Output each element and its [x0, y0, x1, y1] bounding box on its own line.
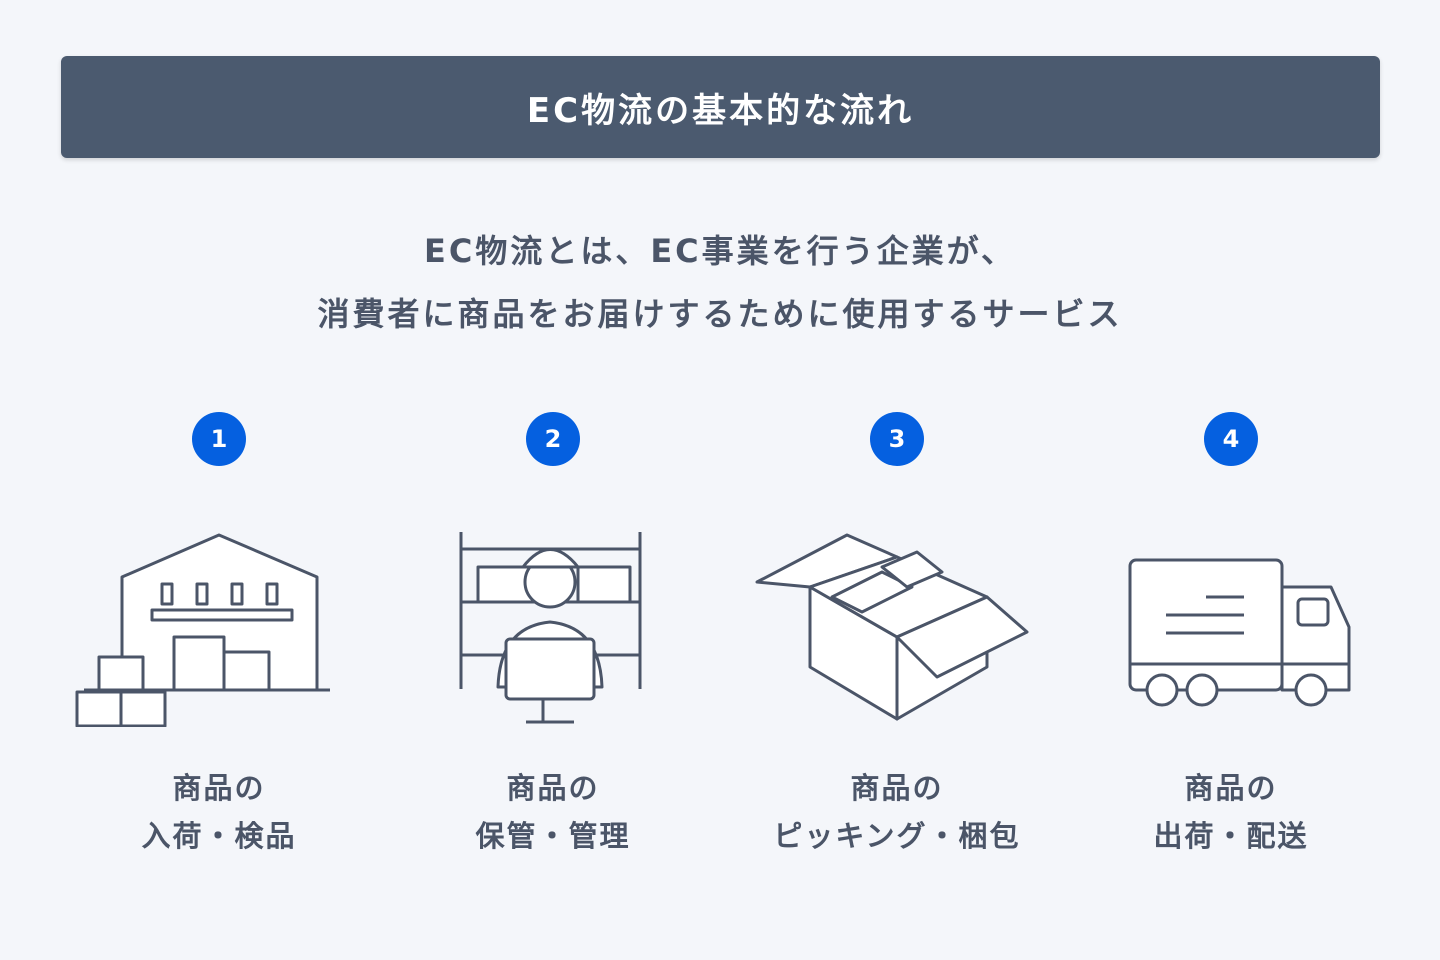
page-title: EC物流の基本的な流れ — [526, 90, 915, 131]
worker-shelf-icon — [459, 532, 642, 724]
step-label: 商品のピッキング・梱包 — [773, 771, 1021, 853]
page-title-banner: EC物流の基本的な流れ — [61, 56, 1380, 158]
step-label: 商品の入荷・検品 — [141, 771, 297, 853]
step-label: 商品の出荷・配送 — [1153, 771, 1309, 853]
step-number-badge: 4 — [1204, 412, 1258, 466]
step-2: 2 商品の保管・管理 — [388, 412, 718, 853]
open-box-icon — [755, 533, 1029, 721]
truck-icon — [1128, 558, 1351, 707]
step-4: 4 商品の出荷・配送 — [1066, 412, 1396, 853]
step-number-badge: 3 — [870, 412, 924, 466]
step-label: 商品の保管・管理 — [475, 771, 631, 853]
step-1: 1 商品の入荷・検品 — [54, 412, 384, 853]
step-number-badge: 1 — [192, 412, 246, 466]
intro-line-1: EC物流とは、EC事業を行う企業が、 — [423, 232, 1017, 270]
step-number-badge: 2 — [526, 412, 580, 466]
intro-line-2: 消費者に商品をお届けするために使用するサービス — [317, 295, 1123, 333]
step-3: 3 商品のピッキング・梱包 — [732, 412, 1062, 853]
warehouse-icon — [75, 533, 330, 727]
